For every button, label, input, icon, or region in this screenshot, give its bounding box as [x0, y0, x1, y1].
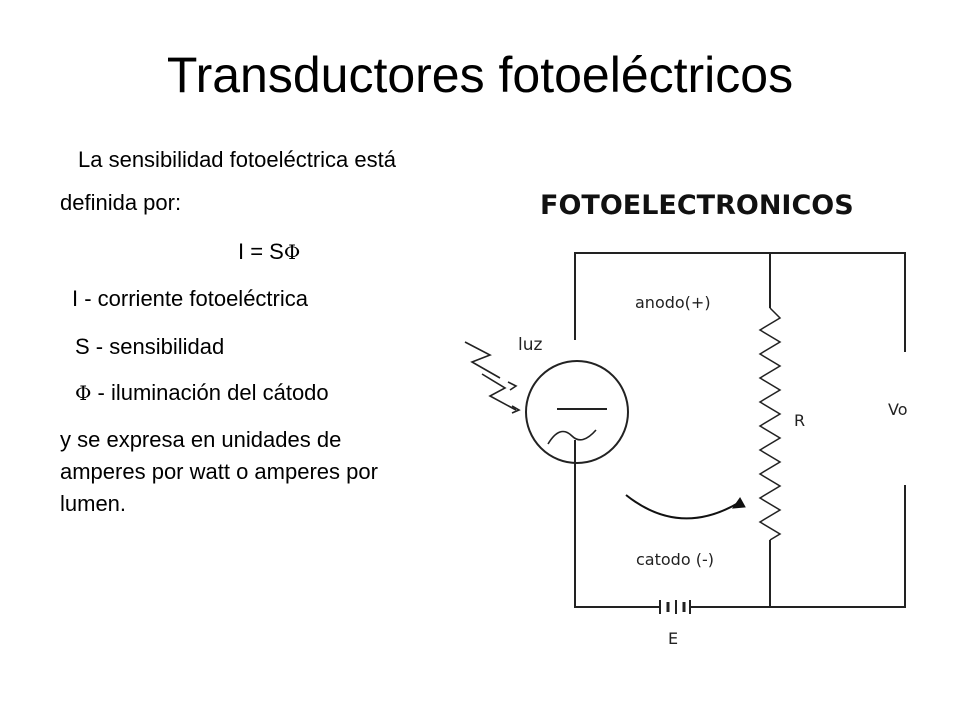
resistor-label: R	[794, 411, 805, 430]
cathode-label: catodo (-)	[636, 550, 714, 569]
phototube-symbol	[525, 360, 629, 464]
intro-line-1: La sensibilidad fotoeléctrica está	[78, 147, 396, 172]
formula: I = SΦ	[238, 237, 300, 267]
phi-symbol: Φ	[283, 240, 301, 264]
phi-symbol: Φ	[75, 381, 92, 405]
definition-phi: Φ - iluminación del cátodo	[75, 378, 329, 408]
slide-title: Transductores fotoeléctricos	[166, 47, 794, 103]
definition-phi-text: - iluminación del cátodo	[91, 380, 329, 405]
electron-flow-arrow	[625, 494, 746, 520]
diagram-heading: FOTOELECTRONICOS	[540, 190, 854, 221]
battery-symbol	[659, 600, 691, 614]
circuit-wires	[574, 252, 906, 608]
definition-s: S - sensibilidad	[75, 334, 225, 359]
anode-label: anodo(+)	[635, 293, 711, 312]
intro-line-2: definida por:	[60, 190, 182, 215]
units-line-3: lumen.	[60, 491, 127, 516]
definition-i: I - corriente fotoeléctrica	[72, 286, 308, 311]
light-rays-icon	[464, 341, 521, 414]
output-voltage-label: Vo	[888, 400, 908, 419]
phototube-circuit-diagram: FOTOELECTRONICOS anodo(+) catodo (-) l	[464, 190, 908, 648]
units-paragraph: y se expresa en unidades de amperes por …	[60, 424, 530, 520]
light-label: luz	[518, 335, 542, 355]
formula-text: I = S	[238, 239, 284, 264]
units-line-2: amperes por watt o amperes por	[60, 459, 378, 484]
resistor-symbol	[758, 307, 782, 541]
units-line-1: y se expresa en unidades de	[60, 427, 342, 452]
battery-label: E	[668, 629, 678, 648]
